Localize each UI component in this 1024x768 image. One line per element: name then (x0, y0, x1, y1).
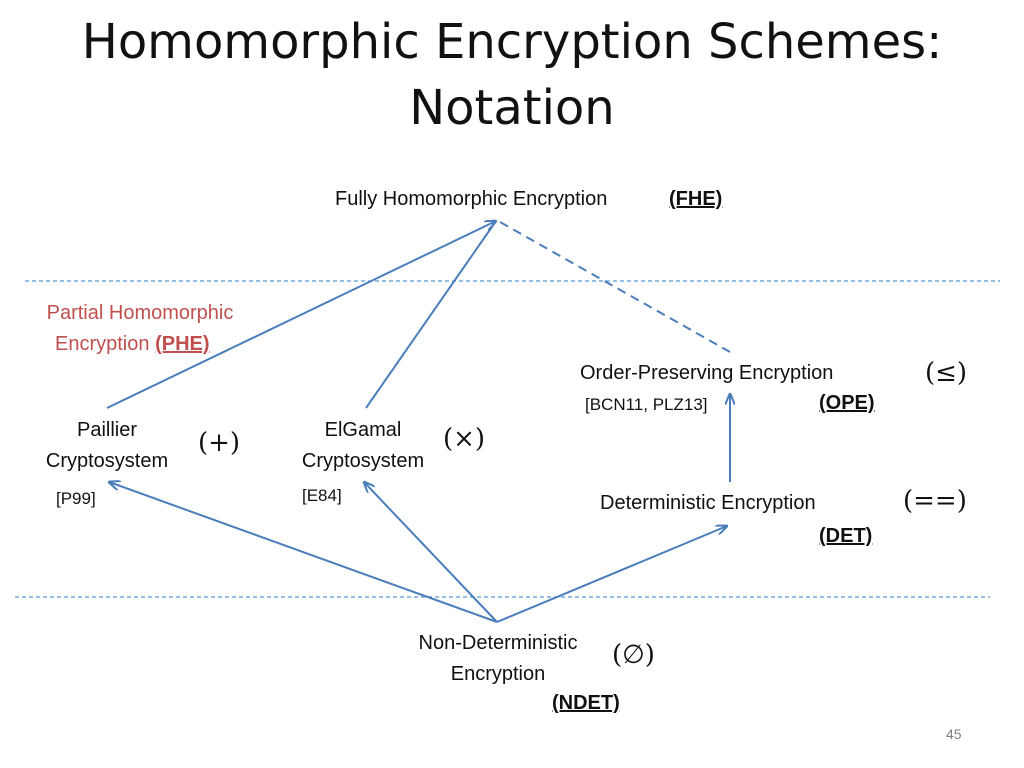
paillier-operator: (+) (198, 428, 241, 458)
ndet-label-line2: Encryption (450, 663, 546, 685)
ndet-operator: (∅) (612, 640, 655, 670)
paillier-label-line2: Cryptosystem (45, 450, 169, 472)
phe-encryption-text: Encryption (55, 333, 150, 355)
fhe-label: Fully Homomorphic Encryption (335, 188, 608, 210)
ndet-abbr: (NDET) (552, 692, 620, 714)
arrow-ndet-to-elgamal (364, 482, 498, 623)
dashed-ope-to-fhe (499, 221, 731, 353)
elgamal-reference: [E84] (302, 486, 342, 505)
page-number: 45 (946, 726, 962, 742)
ope-abbr: (OPE) (819, 392, 875, 414)
paillier-label-line1: Paillier (76, 419, 138, 441)
arrow-ndet-to-paillier (109, 482, 498, 623)
phe-label-line1: Partial Homomorphic (46, 302, 234, 324)
ope-operator: (≤) (925, 358, 968, 388)
fhe-abbr: (FHE) (669, 188, 723, 210)
elgamal-label-line2: Cryptosystem (301, 450, 425, 472)
slide-title-line1: Homomorphic Encryption Schemes: (81, 14, 943, 70)
arrow-ndet-to-det (496, 526, 727, 623)
det-abbr: (DET) (819, 525, 873, 547)
slide-title-line2: Notation (409, 80, 615, 136)
arrow-paillier-to-fhe (106, 221, 496, 409)
phe-abbr: (PHE) (155, 333, 210, 355)
paillier-reference: [P99] (56, 489, 96, 508)
ope-reference: [BCN11, PLZ13] (585, 395, 708, 414)
ope-label: Order-Preserving Encryption (580, 362, 834, 384)
phe-label-line2: Encryption (PHE) (55, 329, 210, 359)
elgamal-operator: (×) (443, 424, 486, 454)
ndet-label-line1: Non-Deterministic (418, 632, 578, 654)
det-label: Deterministic Encryption (600, 492, 816, 514)
arrow-elgamal-to-fhe (365, 220, 497, 409)
det-operator: (==) (903, 486, 967, 516)
elgamal-label-line1: ElGamal (324, 419, 402, 441)
